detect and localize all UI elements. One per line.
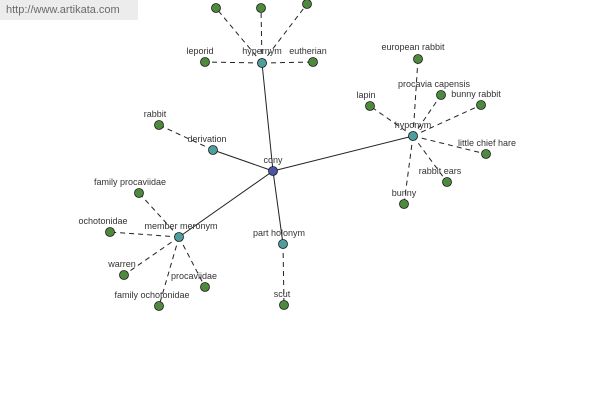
category-node-derivation[interactable] [208,145,218,155]
leaf-node-member_meronym-0[interactable] [134,188,144,198]
edge-center-hyponym [272,135,414,172]
leaf-node-hypernym-1[interactable] [256,3,266,13]
edge-member_meronym-leaf-2 [123,236,180,276]
category-node-member_meronym[interactable] [174,232,184,242]
leaf-label-hyponym-2: bunny rabbit [451,89,501,99]
leaf-label-hypernym-3: leporid [186,46,213,56]
leaf-label-hyponym-1: procavia capensis [398,79,471,89]
edge-hypernym-leaf-3 [204,61,263,64]
leaf-label-hyponym-4: little chief hare [458,138,516,148]
leaf-node-hyponym-3[interactable] [365,101,375,111]
leaf-node-member_meronym-2[interactable] [119,270,129,280]
leaf-label-derivation-0: rabbit [144,109,167,119]
leaf-node-hypernym-2[interactable] [302,0,312,9]
edge-part_holonym-leaf-0 [282,243,285,306]
leaf-label-member_meronym-3: procaviidae [171,271,217,281]
leaf-label-member_meronym-1: ochotonidae [78,216,127,226]
leaf-label-part_holonym-0: scut [274,289,291,299]
watermark-url: http://www.artikata.com [0,0,138,20]
leaf-label-hyponym-3: lapin [356,90,375,100]
category-node-hyponym[interactable] [408,131,418,141]
leaf-label-hyponym-5: rabbit ears [419,166,462,176]
leaf-node-hyponym-5[interactable] [442,177,452,187]
edge-hyponym-leaf-4 [412,135,487,155]
label-layer: cony hypernym leporid eutherian hyponym europ… [78,42,516,300]
center-label: cony [263,155,283,165]
edge-hyponym-leaf-2 [412,104,482,137]
leaf-label-hypernym-4: eutherian [289,46,327,56]
edge-hypernym-leaf-1 [260,7,263,64]
leaf-node-hypernym-3[interactable] [200,57,210,67]
edge-member_meronym-leaf-4 [158,236,180,307]
leaf-node-hypernym-4[interactable] [308,57,318,67]
category-label-derivation: derivation [187,134,226,144]
category-label-hyponym: hyponym [395,120,432,130]
edge-hypernym-leaf-4 [261,61,314,64]
category-label-part_holonym: part holonym [253,228,305,238]
leaf-label-member_meronym-2: warren [107,259,136,269]
edge-member_meronym-leaf-1 [109,231,180,238]
leaf-node-hypernym-0[interactable] [211,3,221,13]
leaf-node-part_holonym-0[interactable] [279,300,289,310]
edge-hyponym-leaf-6 [403,135,414,205]
leaf-label-member_meronym-4: family ochotonidae [114,290,189,300]
edge-hypernym-leaf-0 [215,7,263,64]
category-node-part_holonym[interactable] [278,239,288,249]
leaf-node-member_meronym-3[interactable] [200,282,210,292]
edge-member_meronym-leaf-3 [178,236,206,288]
leaf-label-hyponym-6: bunny [392,188,417,198]
leaf-node-hyponym-4[interactable] [481,149,491,159]
leaf-node-hyponym-1[interactable] [436,90,446,100]
center-node[interactable] [268,166,278,176]
leaf-label-hyponym-0: european rabbit [381,42,445,52]
edge-center-member_meronym [178,170,274,238]
edge-layer [109,3,487,307]
node-layer [105,0,491,311]
leaf-node-derivation-0[interactable] [154,120,164,130]
category-label-hypernym: hypernym [242,46,282,56]
leaf-node-hyponym-2[interactable] [476,100,486,110]
leaf-label-member_meronym-0: family procaviidae [94,177,166,187]
category-label-member_meronym: member meronym [144,221,217,231]
edge-hyponym-leaf-5 [412,135,448,183]
edge-member_meronym-leaf-0 [138,192,180,238]
edge-center-hypernym [261,62,274,172]
category-node-hypernym[interactable] [257,58,267,68]
leaf-node-member_meronym-4[interactable] [154,301,164,311]
leaf-node-hyponym-0[interactable] [413,54,423,64]
edge-hyponym-leaf-0 [412,58,419,137]
leaf-node-hyponym-6[interactable] [399,199,409,209]
edge-center-part_holonym [272,170,284,245]
edge-hypernym-leaf-2 [261,3,308,64]
leaf-node-member_meronym-1[interactable] [105,227,115,237]
edge-center-derivation [212,149,274,172]
edge-derivation-leaf-0 [158,124,214,151]
